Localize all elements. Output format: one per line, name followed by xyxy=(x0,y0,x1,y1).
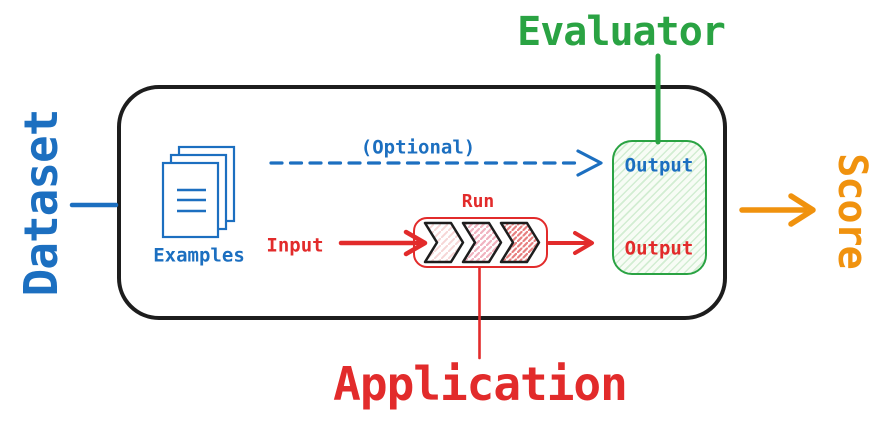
optional-dashed-arrow xyxy=(269,149,603,177)
dataset-label: Dataset xyxy=(14,109,68,297)
output-run-label: Output xyxy=(624,237,694,260)
input-label: Input xyxy=(266,234,324,257)
score-arrow xyxy=(739,193,816,227)
score-label: Score xyxy=(829,153,875,269)
run-output-arrow xyxy=(547,231,594,255)
evaluator-label: Evaluator xyxy=(517,9,726,55)
evaluator-output-box xyxy=(612,140,707,275)
output-evaluator-label: Output xyxy=(624,154,694,177)
input-arrow xyxy=(338,229,428,257)
examples-label: Examples xyxy=(153,244,245,267)
documents-stack-icon xyxy=(161,145,236,239)
run-label: Run xyxy=(461,191,495,212)
pipeline-chevrons-icon xyxy=(423,221,541,264)
application-label: Application xyxy=(333,357,628,411)
optional-label: (Optional) xyxy=(360,136,476,159)
